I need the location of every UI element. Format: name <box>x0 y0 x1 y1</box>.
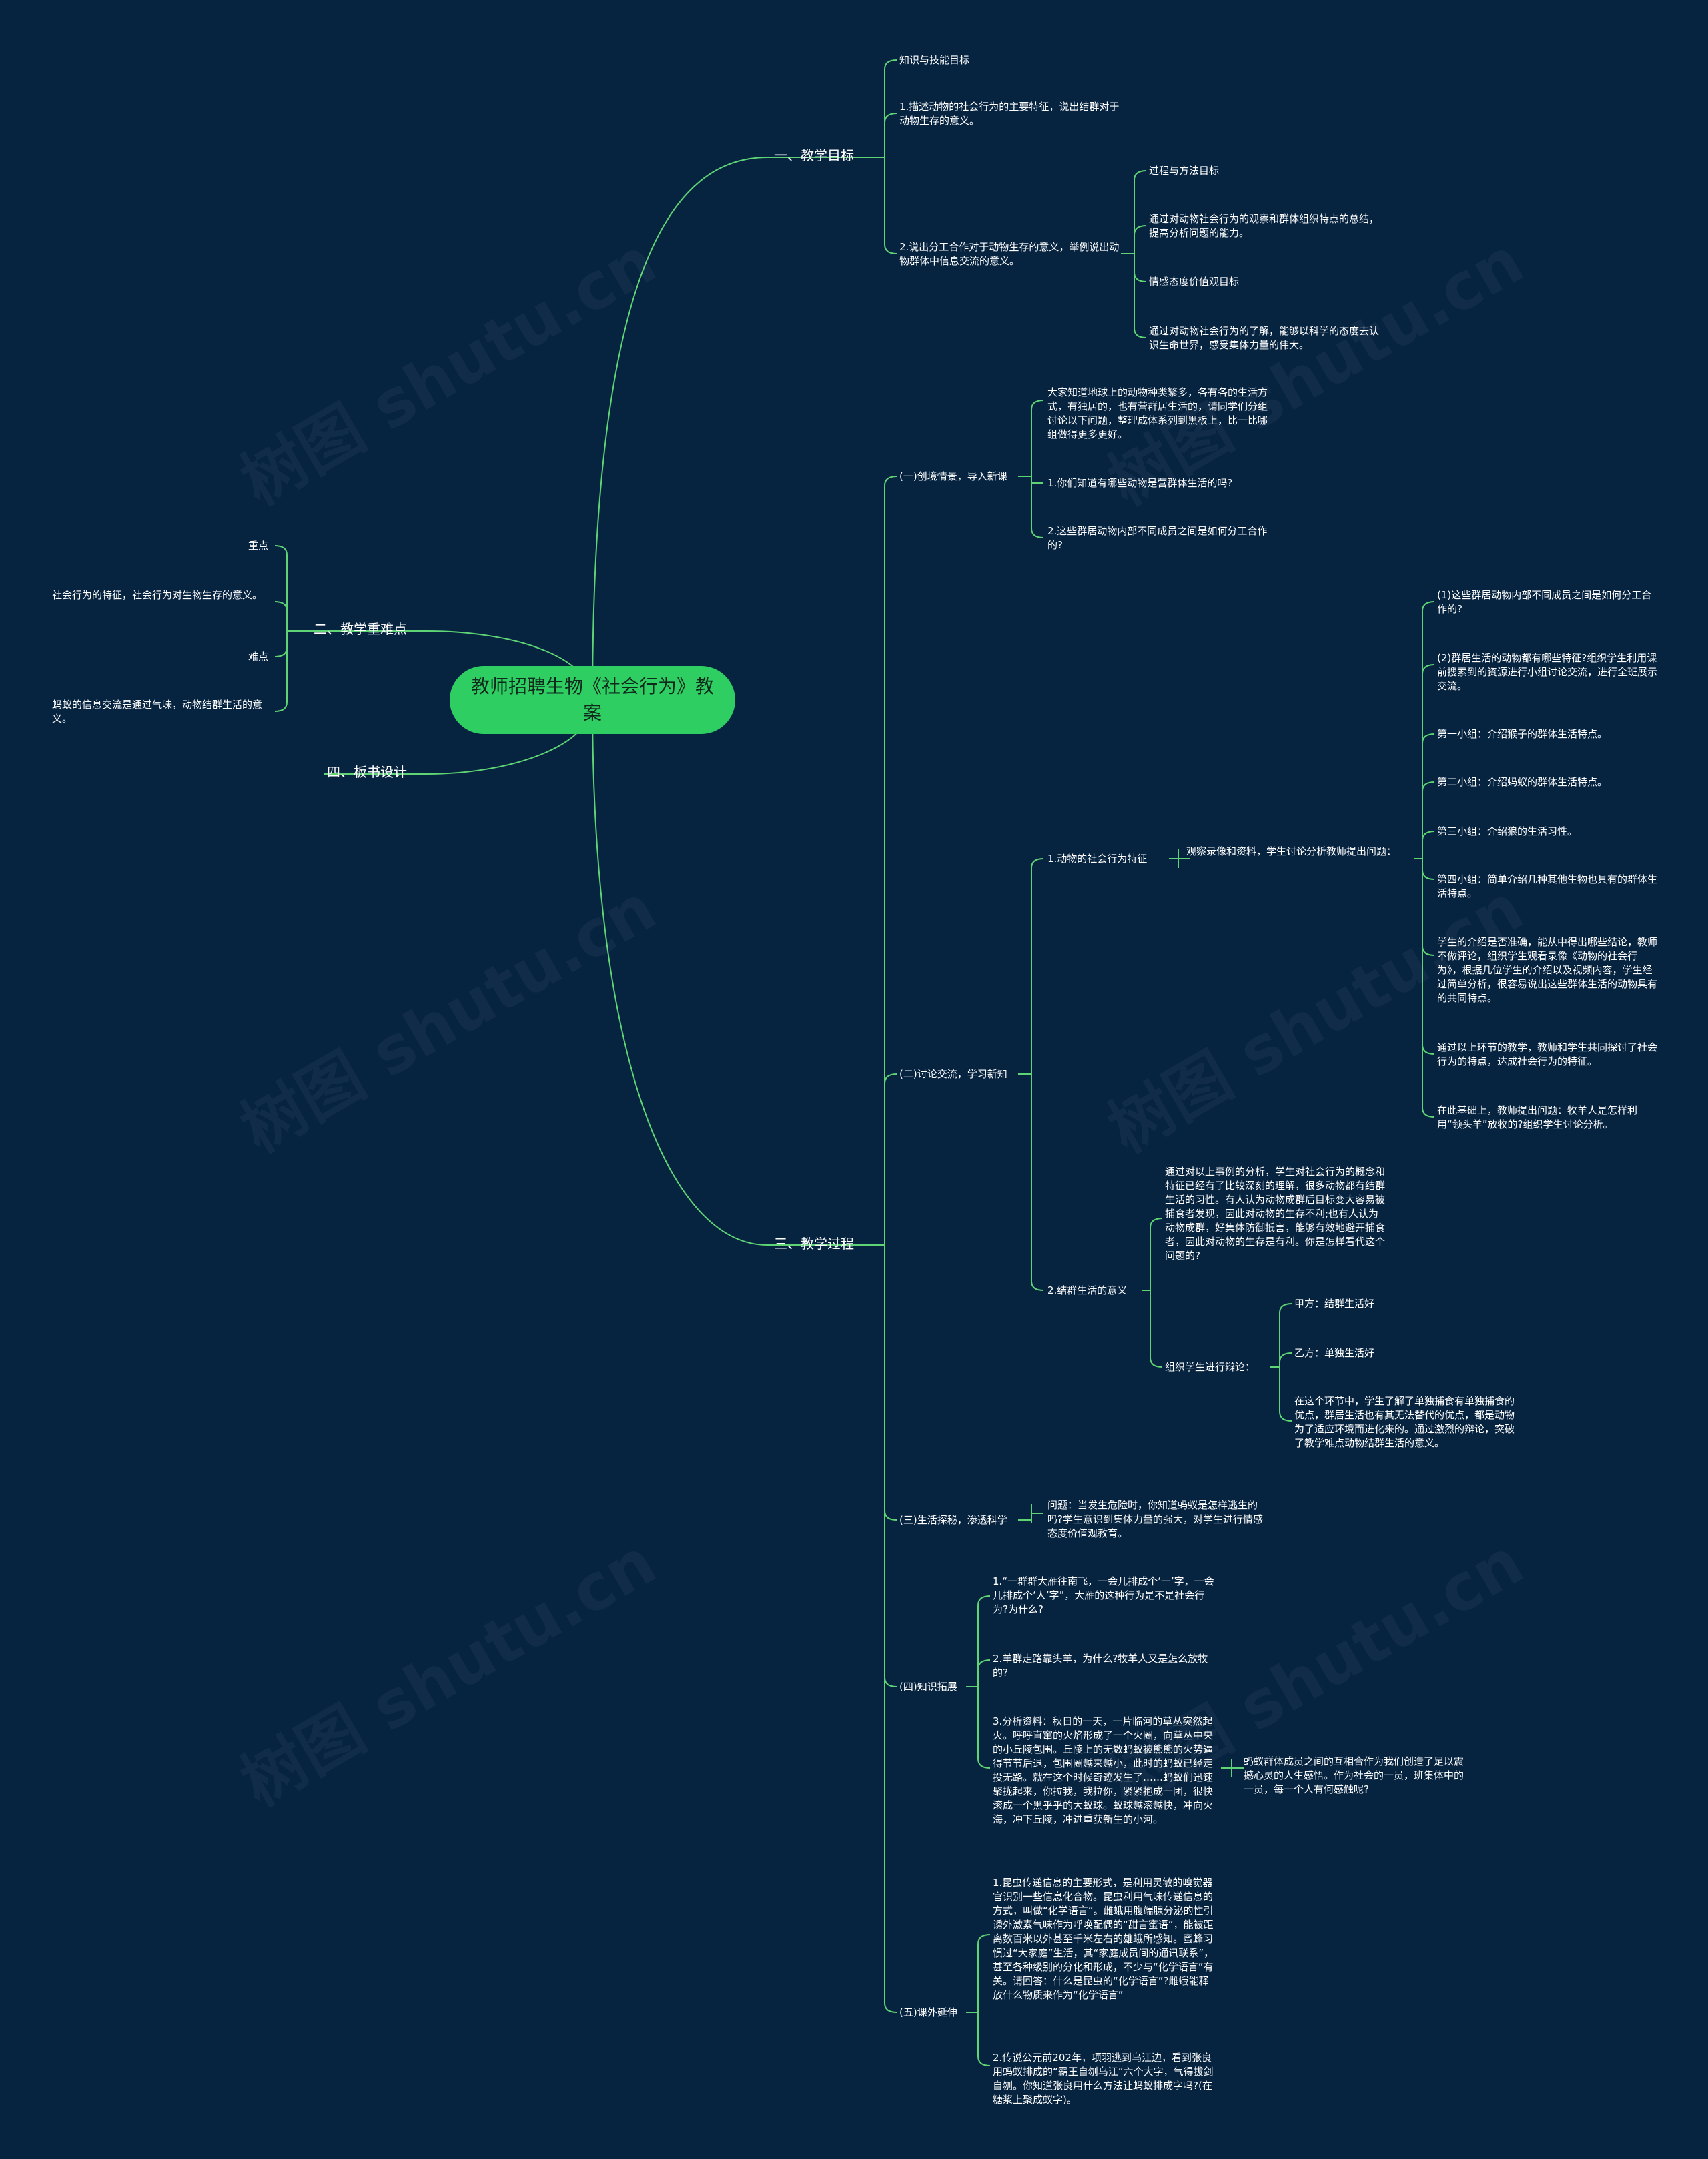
section-5-item-1[interactable]: 1.昆虫传递信息的主要形式，是利用灵敏的嗅觉器官识别一些信息化合物。昆虫利用气味… <box>993 1877 1214 2001</box>
section-2a-item-7[interactable]: 学生的介绍是否准确，能从中得出哪些结论，教师不做评论，组织学生观看录像《动物的社… <box>1437 936 1658 1004</box>
connector-branch <box>1031 400 1044 410</box>
connector-branch <box>274 545 288 556</box>
connector-branch <box>1422 781 1435 792</box>
difficult-point-text[interactable]: 蚂蚁的信息交流是通过气味，动物结群生活的意义。 <box>52 699 263 725</box>
connector-branch <box>884 1677 897 1687</box>
goal-item-2[interactable]: 2.说出分工合作对于动物生存的意义，举例说出动物群体中信息交流的意义。 <box>899 241 1120 267</box>
section-2a-label[interactable]: 1.动物的社会行为特征 <box>1047 853 1148 865</box>
section-1-label[interactable]: (一)创境情景，导入新课 <box>899 470 1007 482</box>
section-2b-text[interactable]: 通过对以上事例的分析，学生对社会行为的概念和特征已经有了比较深刻的理解，很多动物… <box>1165 1166 1386 1262</box>
section-5-label[interactable]: (五)课外延伸 <box>899 2006 957 2018</box>
root-link-goals <box>592 157 768 703</box>
goal-process-method[interactable]: 过程与方法目标 <box>1149 165 1220 177</box>
connector-branch <box>1134 272 1147 282</box>
connector-branch <box>1422 831 1435 841</box>
section-2a-item-6[interactable]: 第四小组：简单介绍几种其他生物也具有的群体生活特点。 <box>1437 873 1658 899</box>
connector-branch <box>1031 1280 1044 1291</box>
section-2a-mid[interactable]: 观察录像和资料，学生讨论分析教师提出问题： <box>1186 845 1397 857</box>
connector-branch <box>884 2002 897 2013</box>
root-topic[interactable]: 教师招聘生物《社会行为》教案 <box>450 666 735 734</box>
connector-branch <box>1150 1218 1163 1228</box>
debate-summary[interactable]: 在这个环节中，学生了解了单独捕食有单独捕食的优点，群居生活也有其无法替代的优点，… <box>1294 1395 1515 1449</box>
section-4-item-2[interactable]: 2.羊群走路靠头羊，为什么?牧羊人又是怎么放牧的? <box>993 1653 1208 1679</box>
key-point-text[interactable]: 社会行为的特征，社会行为对生物生存的意义。 <box>52 589 263 601</box>
debate-label[interactable]: 组织学生进行辩论： <box>1165 1361 1256 1373</box>
section-2a-item-5[interactable]: 第三小组：介绍狼的生活习性。 <box>1437 825 1578 837</box>
connector-branch <box>884 476 897 486</box>
branch-board-design[interactable]: 四、板书设计 <box>327 764 407 780</box>
section-4-label[interactable]: (四)知识拓展 <box>899 1681 957 1693</box>
branch-teaching-process[interactable]: 三、教学过程 <box>774 1236 854 1252</box>
section-1-intro[interactable]: 大家知道地球上的动物种类繁多，各有各的生活方式，有独居的，也有营群居生活的，请同… <box>1047 386 1268 440</box>
connector-branch <box>1134 225 1147 236</box>
connector-branch <box>274 701 288 712</box>
connector-branch <box>274 601 288 612</box>
debate-side-b[interactable]: 乙方：单独生活好 <box>1294 1347 1375 1359</box>
connector-branch <box>977 1758 991 1769</box>
connector-branch <box>1422 1107 1435 1118</box>
connector-branch <box>1134 170 1147 181</box>
goal-item-1[interactable]: 1.描述动物的社会行为的主要特征，说出结群对于动物生存的意义。 <box>899 101 1120 127</box>
connector-branch <box>1279 1303 1292 1314</box>
connector-branch <box>977 1659 991 1670</box>
connector-branch <box>1422 1044 1435 1055</box>
section-1-q1[interactable]: 1.你们知道有哪些动物是营群体生活的吗? <box>1047 477 1233 489</box>
difficult-point-title[interactable]: 难点 <box>248 651 269 663</box>
section-2-label[interactable]: (二)讨论交流，学习新知 <box>899 1068 1007 1080</box>
section-4-note[interactable]: 蚂蚁群体成员之间的互相合作为我们创造了足以震撼心灵的人生感悟。作为社会的一员，班… <box>1244 1755 1464 1795</box>
section-5-item-2[interactable]: 2.传说公元前202年，项羽逃到乌江边，看到张良用蚂蚁排成的“霸王自刎乌江”六个… <box>993 2052 1214 2106</box>
section-2a-item-4[interactable]: 第二小组：介绍蚂蚁的群体生活特点。 <box>1437 776 1608 788</box>
connector-branch <box>977 1934 991 1945</box>
branch-key-difficult-points[interactable]: 二、教学重难点 <box>314 621 407 637</box>
connector-branch <box>1134 328 1147 338</box>
connector-branch <box>1422 601 1435 612</box>
goal-attitude-text[interactable]: 通过对动物社会行为的了解，能够以科学的态度去认识生命世界，感受集体力量的伟大。 <box>1149 325 1380 351</box>
connector-branch <box>1279 1352 1292 1363</box>
connector-branch <box>1422 664 1435 675</box>
section-2b-label[interactable]: 2.结群生活的意义 <box>1047 1284 1128 1296</box>
section-2a-item-3[interactable]: 第一小组：介绍猴子的群体生活特点。 <box>1437 728 1608 740</box>
connector-branch <box>977 2056 991 2066</box>
section-3-text[interactable]: 问题：当发生危险时，你知道蚂蚁是怎样逃生的吗?学生意识到集体力量的强大，对学生进… <box>1047 1499 1263 1539</box>
section-4-item-1[interactable]: 1.“一群群大雁往南飞，一会儿排成个‘一’字，一会儿排成个‘人’字”，大雁的这种… <box>993 1575 1214 1615</box>
goal-process-text[interactable]: 通过对动物社会行为的观察和群体组织特点的总结，提高分析问题的能力。 <box>1149 213 1380 239</box>
connector-branch <box>274 646 288 657</box>
section-4-item-3[interactable]: 3.分析资料：秋日的一天，一片临河的草丛突然起火。呼呼直窜的火焰形成了一个火圈，… <box>993 1715 1214 1825</box>
connector-branch <box>884 113 897 123</box>
connector-branch <box>884 244 897 254</box>
connector-branch <box>1279 1411 1292 1422</box>
connector-branch <box>1150 1357 1163 1368</box>
section-3-label[interactable]: (三)生活探秘，渗透科学 <box>899 1514 1007 1526</box>
connector-branch <box>884 1510 897 1521</box>
key-point-title[interactable]: 重点 <box>248 540 269 552</box>
debate-side-a[interactable]: 甲方：结群生活好 <box>1294 1298 1375 1310</box>
goal-knowledge-skill[interactable]: 知识与技能目标 <box>899 54 970 66</box>
connector-branch <box>1031 528 1044 538</box>
section-2a-item-9[interactable]: 在此基础上，教师提出问题：牧羊人是怎样利用“领头羊”放牧的?组织学生讨论分析。 <box>1437 1104 1638 1130</box>
connector-branch <box>1031 858 1044 869</box>
branch-teaching-goals[interactable]: 一、教学目标 <box>774 147 854 163</box>
connector-branch <box>884 59 897 70</box>
section-2a-item-8[interactable]: 通过以上环节的教学，教师和学生共同探讨了社会行为的特点，达成社会行为的特征。 <box>1437 1041 1658 1067</box>
connector-branch <box>977 1595 991 1606</box>
connector-branch <box>884 1073 897 1084</box>
section-2a-item-1[interactable]: (1)这些群居动物内部不同成员之间是如何分工合作的? <box>1437 589 1652 615</box>
section-1-q2[interactable]: 2.这些群居动物内部不同成员之间是如何分工合作的? <box>1047 525 1268 551</box>
goal-attitude[interactable]: 情感态度价值观目标 <box>1149 276 1240 288</box>
connector-branch <box>1422 869 1435 880</box>
connector-branch <box>1422 945 1435 956</box>
root-link-process <box>592 701 768 1246</box>
section-2a-item-2[interactable]: (2)群居生活的动物都有哪些特征?组织学生利用课前搜索到的资源进行小组讨论交流，… <box>1437 652 1658 692</box>
connector-branch <box>1422 733 1435 744</box>
